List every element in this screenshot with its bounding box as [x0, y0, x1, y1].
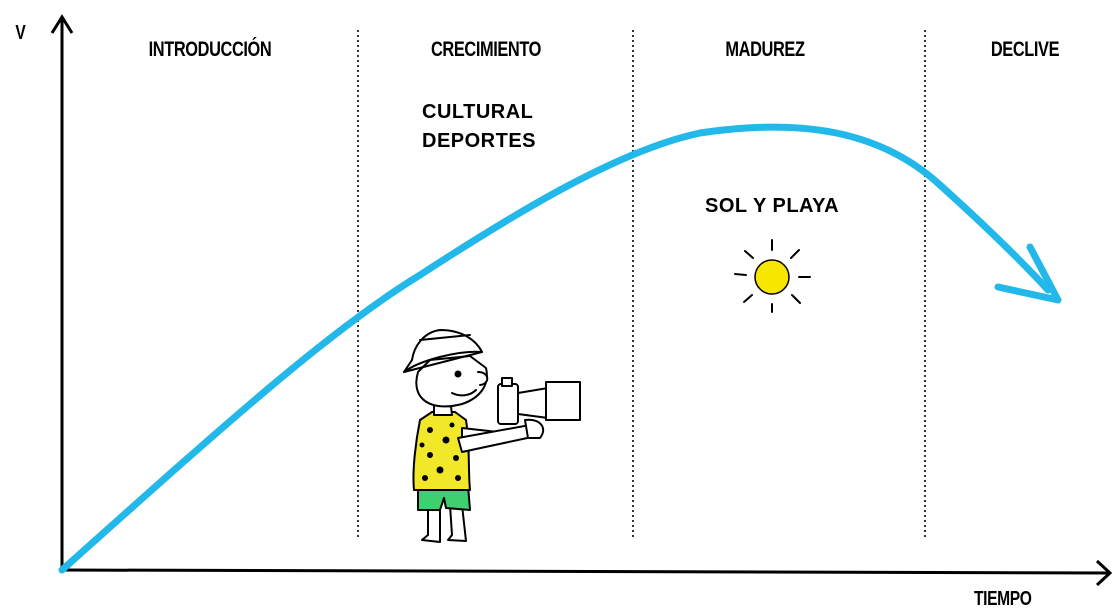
x-axis-label: TIEMPO [974, 588, 1032, 610]
x-axis-arrowhead [1095, 559, 1113, 587]
segment-crecimiento-deportes: DEPORTES [422, 130, 537, 152]
y-axis-arrowhead [50, 14, 74, 34]
sun-icon [734, 239, 811, 313]
segment-crecimiento-cultural: CULTURAL [422, 101, 534, 123]
y-axis-label: V [15, 22, 26, 44]
phase-label-introduccion: INTRODUCCIÓN [148, 38, 272, 61]
x-axis [61, 568, 1109, 575]
life-cycle-curve [58, 123, 1052, 574]
tourist-with-camera-illustration [403, 329, 581, 543]
segment-madurez-sol-y-playa: SOL Y PLAYA [705, 195, 840, 217]
phase-label-madurez: MADUREZ [725, 38, 805, 61]
curve-arrowhead [994, 243, 1062, 304]
phase-label-crecimiento: CRECIMIENTO [430, 38, 542, 61]
phase-label-declive: DECLIVE [990, 38, 1060, 61]
